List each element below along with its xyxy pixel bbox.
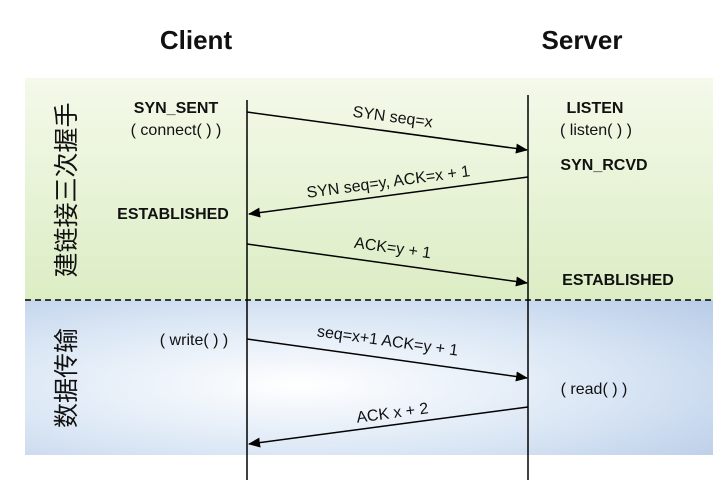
arrow-syn-ack bbox=[248, 176, 529, 218]
server-state-listen: LISTEN bbox=[567, 100, 624, 117]
client-state-syn-sent: SYN_SENT bbox=[134, 100, 219, 117]
watermark: https://blog.csdn.net/chenyuk1 bbox=[551, 457, 713, 471]
arrow-syn bbox=[246, 111, 528, 154]
server-state-established: ESTABLISHED bbox=[562, 272, 674, 289]
transfer-band bbox=[25, 300, 713, 455]
handshake-band bbox=[25, 78, 713, 300]
server-listen-call: ( listen( ) ) bbox=[560, 122, 632, 139]
handshake-section-label: 建链接三次握手 bbox=[52, 102, 81, 277]
client-state-established: ESTABLISHED bbox=[117, 206, 229, 223]
client-write-call: ( write( ) ) bbox=[160, 332, 228, 349]
transfer-section-label: 数据传输 bbox=[52, 328, 81, 428]
client-header: Client bbox=[160, 25, 233, 55]
arrow-data-ack bbox=[248, 406, 529, 448]
server-read-call: ( read( ) ) bbox=[561, 381, 628, 398]
arrow-ack bbox=[246, 243, 528, 287]
server-state-syn-rcvd: SYN_RCVD bbox=[560, 157, 647, 174]
client-connect-call: ( connect( ) ) bbox=[131, 122, 222, 139]
arrow-data bbox=[246, 338, 528, 382]
server-header: Server bbox=[542, 25, 623, 55]
